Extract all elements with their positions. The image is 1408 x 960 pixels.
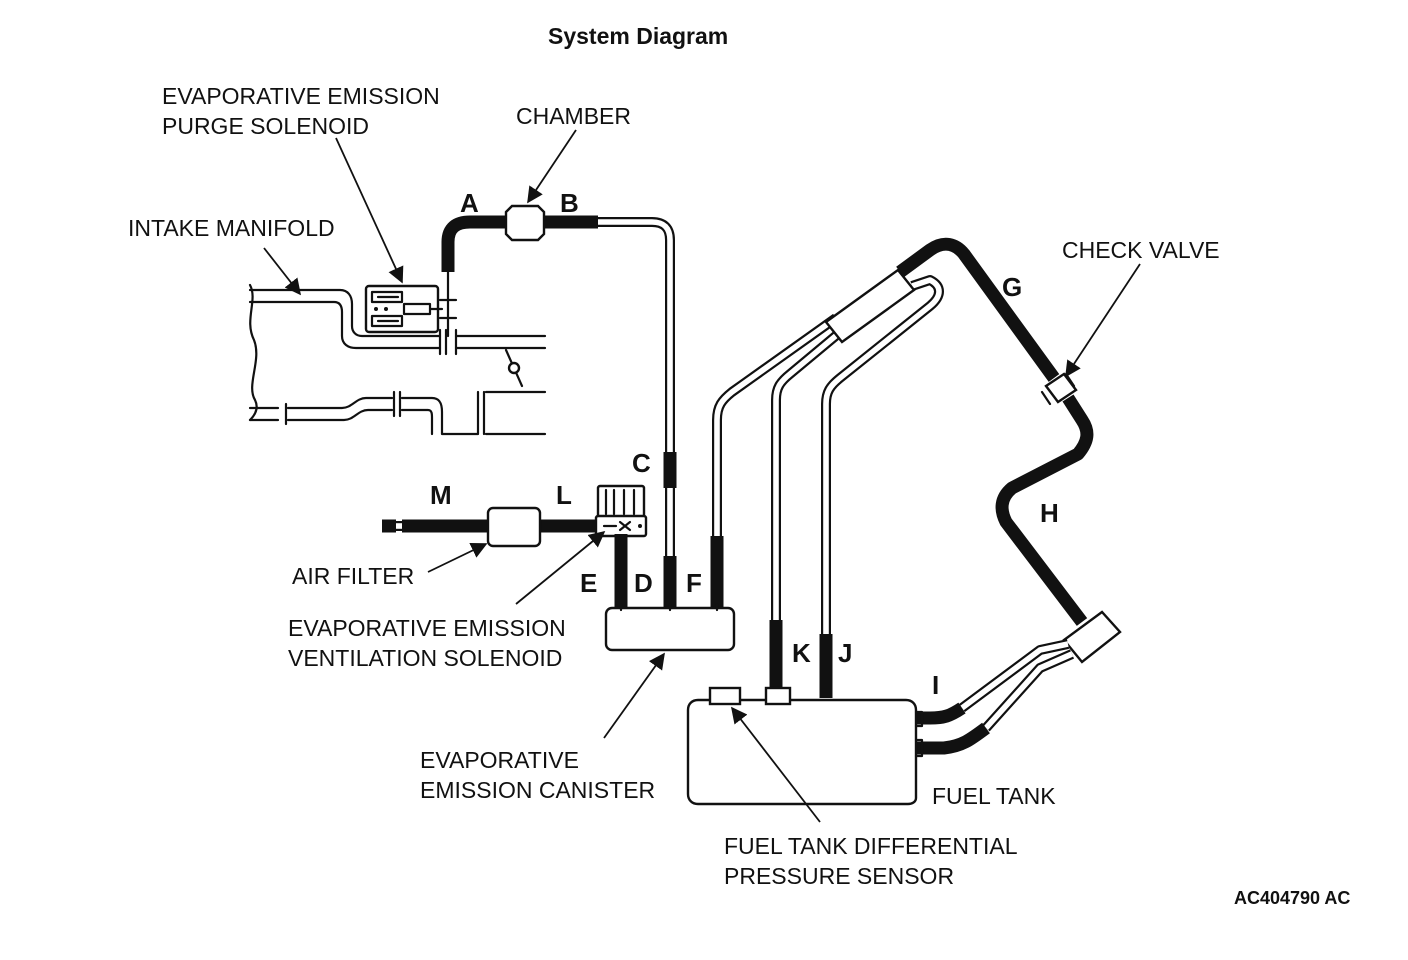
leader-check-valve <box>1065 263 1141 378</box>
label-air-filter: AIR FILTER <box>292 563 414 589</box>
fuel-return-hose <box>916 649 1075 755</box>
hose-letter-f: F <box>686 568 702 598</box>
hose-j <box>819 275 944 698</box>
hose-letter-a: A <box>460 188 479 218</box>
fuel-tank <box>686 698 924 806</box>
leader-pressure-sensor <box>731 706 821 823</box>
vapor-connector-lower <box>1062 610 1122 664</box>
label-chamber: CHAMBER <box>516 103 631 129</box>
intake-manifold <box>248 283 547 436</box>
leader-vent-solenoid <box>515 530 606 605</box>
label-vent-solenoid-2: VENTILATION SOLENOID <box>288 645 562 671</box>
hose-letter-m: M <box>430 480 452 510</box>
label-fuel-tank: FUEL TANK <box>932 783 1056 809</box>
vapor-connector-upper <box>824 268 916 344</box>
hose-a <box>441 215 506 302</box>
label-canister-2: EMISSION CANISTER <box>420 777 655 803</box>
hose-letter-e: E <box>580 568 597 598</box>
tank-port-k <box>764 686 792 706</box>
label-purge-solenoid-1: EVAPORATIVE EMISSION <box>162 83 440 109</box>
hose-letter-i: I <box>932 670 939 700</box>
chamber <box>504 204 546 242</box>
label-purge-solenoid-2: PURGE SOLENOID <box>162 113 369 139</box>
leader-chamber <box>527 129 577 204</box>
hose-letter-k: K <box>792 638 811 668</box>
hose-letter-c: C <box>632 448 651 478</box>
hose-k <box>769 330 842 688</box>
canister <box>604 602 736 652</box>
hose-letter-l: L <box>556 480 572 510</box>
label-pressure-sensor-1: FUEL TANK DIFFERENTIAL <box>724 833 1018 859</box>
purge-solenoid <box>364 284 458 338</box>
diagram-title: System Diagram <box>548 23 728 49</box>
ventilation-solenoid <box>594 484 648 538</box>
leader-canister <box>603 652 665 739</box>
air-filter <box>486 506 542 548</box>
label-intake-manifold: INTAKE MANIFOLD <box>128 215 335 241</box>
pressure-sensor <box>708 686 742 706</box>
leader-intake-manifold <box>263 247 301 296</box>
label-check-valve: CHECK VALVE <box>1062 237 1220 263</box>
hose-letter-j: J <box>838 638 852 668</box>
leader-purge-solenoid <box>335 137 404 284</box>
label-pressure-sensor-2: PRESSURE SENSOR <box>724 863 954 889</box>
hose-letter-d: D <box>634 568 653 598</box>
hose-letter-h: H <box>1040 498 1059 528</box>
throttle-valve-icon <box>504 348 524 388</box>
leader-air-filter <box>427 543 488 573</box>
hose-f <box>710 313 839 608</box>
figure-code: AC404790 AC <box>1234 888 1350 908</box>
hose-i <box>916 639 1070 725</box>
hose-b <box>544 215 675 452</box>
label-canister-1: EVAPORATIVE <box>420 747 579 773</box>
hose-letter-g: G <box>1002 272 1022 302</box>
hose-g <box>896 237 1060 382</box>
hose-h <box>995 394 1094 626</box>
label-vent-solenoid-1: EVAPORATIVE EMISSION <box>288 615 566 641</box>
hose-letter-b: B <box>560 188 579 218</box>
